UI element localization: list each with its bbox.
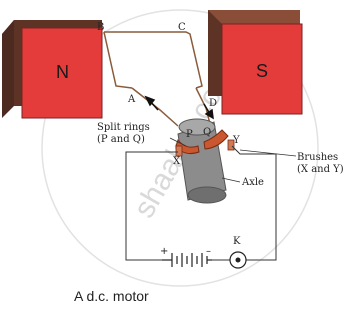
coil-label-c: C (178, 22, 186, 33)
current-arrows (144, 95, 214, 120)
figure-caption: A d.c. motor (74, 288, 149, 304)
axle-pointer (221, 177, 241, 183)
key (229, 251, 247, 269)
brushes-pointer (239, 149, 297, 157)
north-magnet: N (2, 20, 103, 119)
coil-label-a: A (127, 94, 136, 105)
brushes (175, 139, 235, 157)
coil-label-d: D (209, 98, 217, 109)
split-rings-sublabel: (P and Q) (97, 134, 145, 145)
ring-label-p: P (186, 129, 193, 140)
coil-label-b: B (97, 22, 104, 33)
key-label: K (233, 236, 241, 247)
battery-minus-label: – (206, 246, 211, 257)
brush-label-y: Y (232, 135, 240, 146)
battery (162, 253, 212, 267)
brushes-sublabel: (X and Y) (297, 164, 344, 175)
watermark-circle (41, 9, 319, 287)
south-magnet: S (208, 10, 303, 115)
split-rings-label: Split rings (97, 122, 150, 133)
south-pole-label: S (256, 61, 268, 81)
brush-label-x: X (173, 156, 181, 167)
ring-label-q: Q (203, 127, 211, 138)
brushes-label: Brushes (297, 152, 338, 163)
north-pole-label: N (56, 62, 69, 82)
battery-plus-label: + (160, 246, 168, 257)
split-rings-pointer (169, 137, 187, 147)
axle-label: Axle (241, 177, 264, 188)
